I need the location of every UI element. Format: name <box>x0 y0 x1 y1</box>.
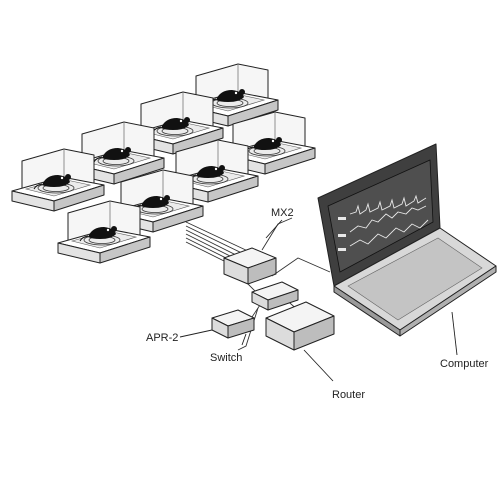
leader-lines <box>179 219 458 382</box>
animal-chamber-icon <box>57 200 151 264</box>
apr2-label: APR-2 <box>146 332 178 344</box>
chamber-array <box>11 63 316 264</box>
animal-chamber-icon <box>11 148 105 212</box>
mx2-hub-box <box>223 247 277 285</box>
switch-label: Switch <box>210 352 242 364</box>
router-box <box>265 301 335 351</box>
computer-label: Computer <box>440 358 489 370</box>
cable-bundle <box>185 221 251 270</box>
network-switch-box <box>251 281 299 311</box>
router-label: Router <box>332 389 365 401</box>
laptop-computer-icon <box>317 143 497 337</box>
apr2-module-box <box>211 309 255 339</box>
mx2-label: MX2 <box>271 207 294 219</box>
